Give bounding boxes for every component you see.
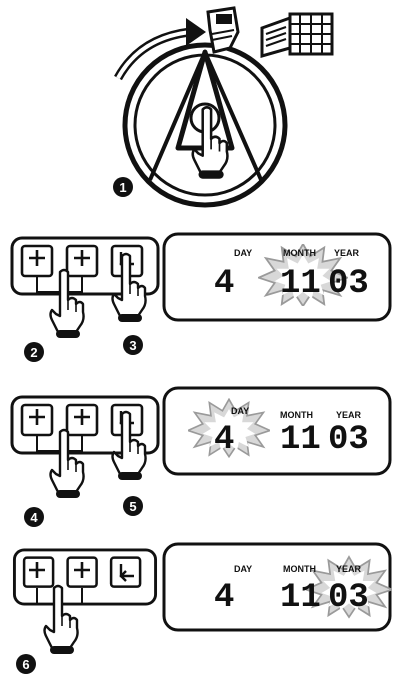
day-value: 4 [214,265,234,303]
svg-text:DAY: DAY [234,564,252,574]
minus-button[interactable] [74,562,90,578]
minus-button[interactable] [74,250,90,266]
row-month-setting: DAY MONTH YEAR 4 11 03 6 [12,542,392,674]
month-value: 11 [280,421,321,459]
day-value: 4 [214,421,234,459]
row-day-setting: DAY MONTH YEAR 4 11 03 4 5 [10,386,392,527]
svg-text:MONTH: MONTH [283,564,316,574]
day-value: 4 [214,579,234,617]
plus-button[interactable] [29,409,45,425]
step-3-badge: 3 [123,335,143,355]
enter-button[interactable] [119,564,134,582]
svg-text:YEAR: YEAR [336,410,362,420]
svg-text:MONTH: MONTH [283,248,316,258]
svg-text:YEAR: YEAR [334,248,360,258]
row-year-setting: DAY MONTH YEAR 4 11 03 2 3 [10,232,392,362]
button-panel [12,548,158,606]
svg-text:DAY: DAY [234,248,252,258]
year-value: 03 [328,421,369,459]
svg-text:5: 5 [129,499,136,514]
year-value: 03 [328,265,369,303]
step-1-badge: 1 [113,177,133,197]
month-value: 11 [280,579,321,617]
dial-section: 1 [113,6,334,208]
minus-button[interactable] [74,409,90,425]
step-2-badge: 2 [24,342,44,362]
svg-text:4: 4 [30,510,38,525]
svg-text:6: 6 [22,657,29,672]
svg-text:DAY: DAY [231,406,249,416]
calendar-icon [260,12,334,58]
year-value: 03 [328,579,369,617]
svg-text:MONTH: MONTH [280,410,313,420]
step-4-badge: 4 [24,507,44,527]
arrow-head-icon [186,18,206,46]
step-6-badge: 6 [16,654,36,674]
svg-text:2: 2 [30,345,37,360]
step-5-badge: 5 [123,496,143,516]
month-value: 11 [280,265,321,303]
svg-text:3: 3 [129,338,136,353]
svg-text:1: 1 [119,180,126,195]
svg-text:YEAR: YEAR [336,564,362,574]
plus-button[interactable] [29,250,45,266]
plus-button[interactable] [29,562,45,578]
dial-position-marker [206,6,240,54]
